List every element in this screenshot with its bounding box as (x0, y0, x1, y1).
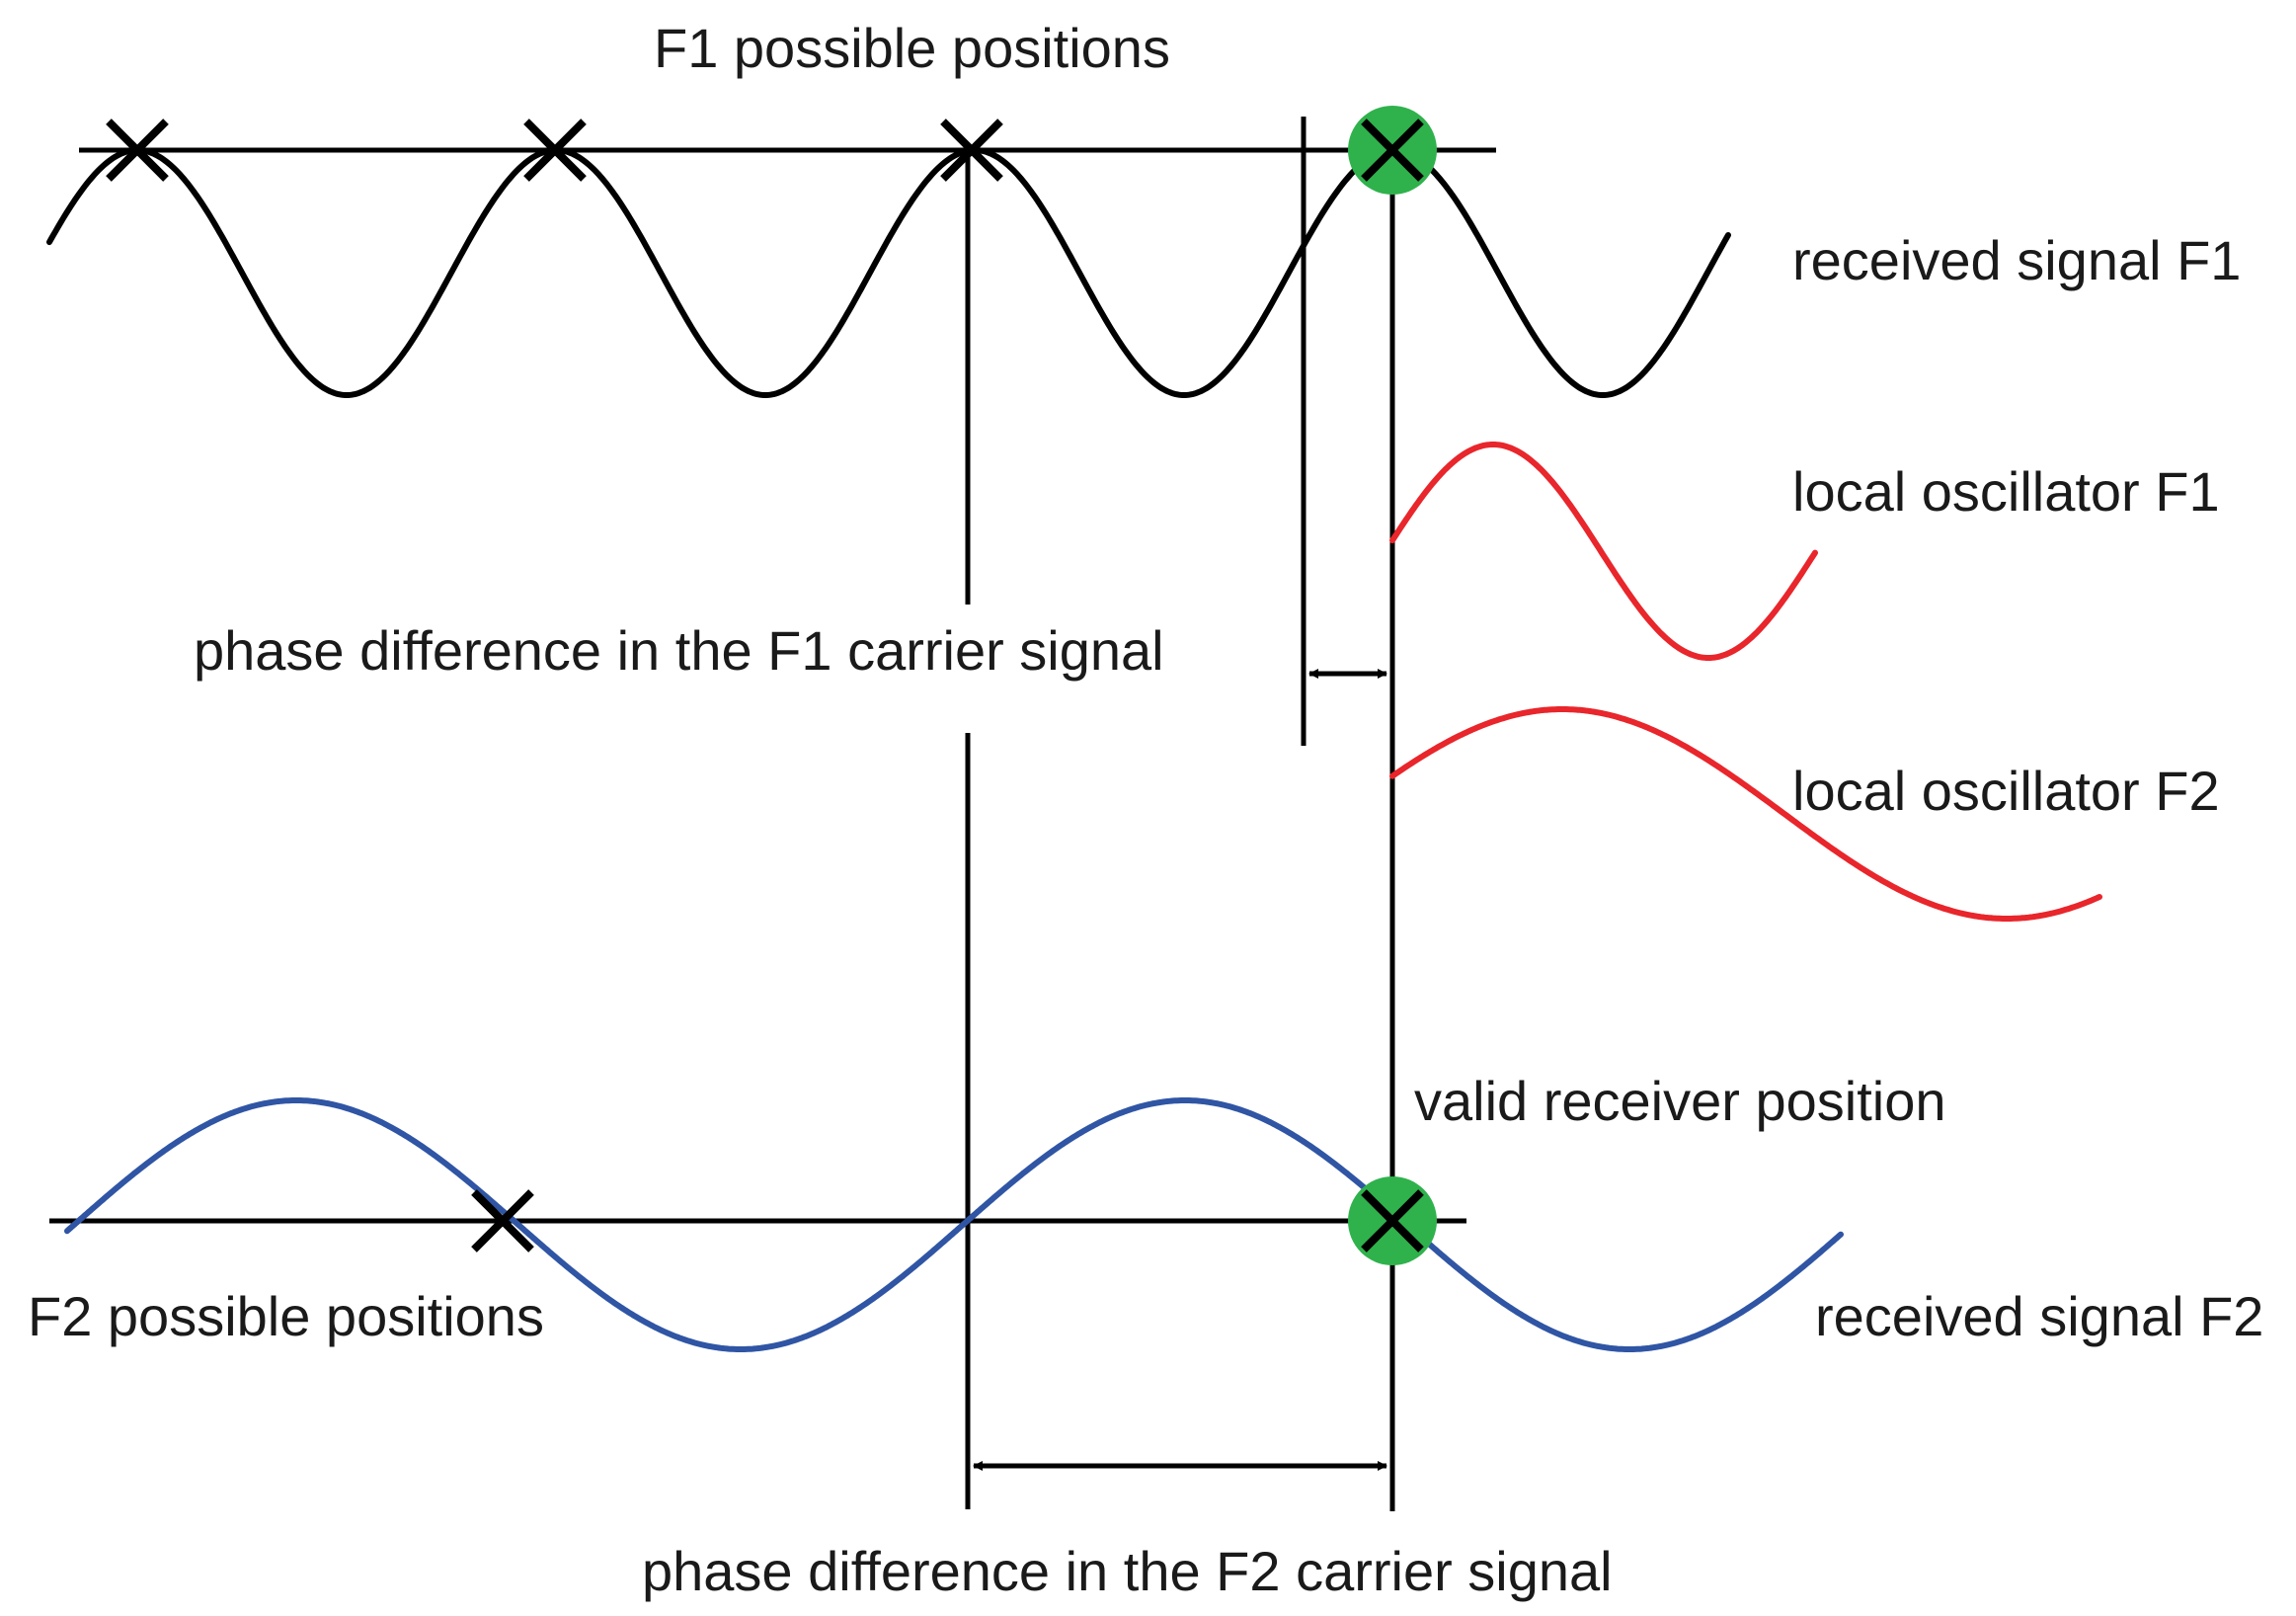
label-f1-possible-positions: F1 possible positions (654, 17, 1170, 79)
f1-cross-marker-1 (106, 119, 169, 182)
label-local-oscillator-f1: local oscillator F1 (1792, 460, 2220, 523)
label-received-signal-f1: received signal F1 (1792, 229, 2241, 291)
received-signal-f1-wave (46, 147, 1731, 398)
received-signal-f2-wave (64, 1097, 1844, 1352)
f1-cross-marker-valid (1361, 119, 1424, 182)
f1-cross-marker-2 (523, 119, 587, 182)
label-phase-difference-f2: phase difference in the F2 carrier signa… (642, 1540, 1613, 1602)
local-oscillator-f1-wave (1389, 442, 1818, 661)
label-local-oscillator-f2: local oscillator F2 (1792, 760, 2220, 822)
label-f2-possible-positions: F2 possible positions (28, 1285, 544, 1347)
f1-cross-marker-3 (940, 119, 1003, 182)
f2-cross-marker-1 (471, 1189, 534, 1252)
f2-cross-marker-valid (1361, 1189, 1424, 1252)
label-valid-receiver-position: valid receiver position (1414, 1070, 1945, 1132)
label-received-signal-f2: received signal F2 (1815, 1285, 2263, 1347)
label-phase-difference-f1: phase difference in the F1 carrier signa… (194, 619, 1164, 682)
local-oscillator-f2-wave (1389, 706, 2102, 922)
